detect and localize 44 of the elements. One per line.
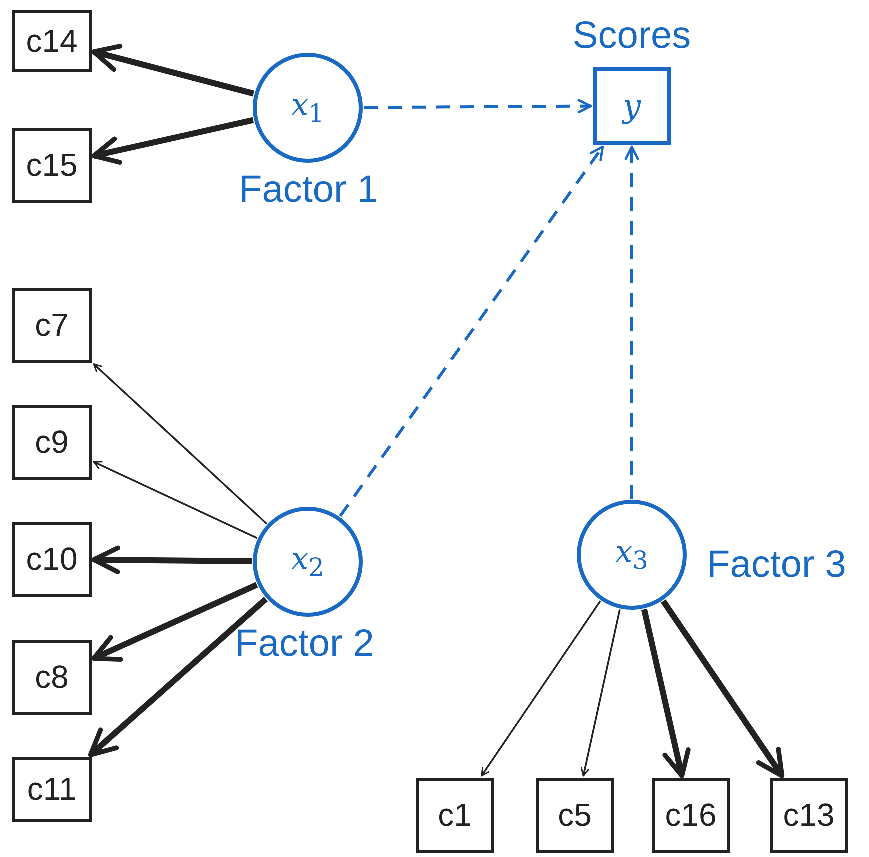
arrow [92, 44, 255, 97]
indicator-box [12, 10, 92, 72]
indicator-box [12, 288, 92, 363]
arrow [93, 364, 268, 525]
node-label: c15 [26, 147, 78, 184]
factor-label: Factor 3 [707, 544, 846, 587]
indicator-box [12, 640, 92, 715]
arrow [624, 146, 640, 499]
node-label: c7 [35, 307, 69, 344]
arrow [481, 600, 602, 777]
node-label: c13 [783, 797, 835, 834]
node-label: c1 [438, 797, 472, 834]
arrow [92, 117, 254, 165]
variable-label: x$_{2}$ [292, 542, 324, 582]
factor-label: Factor 2 [235, 623, 374, 666]
indicator-box [536, 778, 614, 853]
node-label: c10 [26, 541, 78, 578]
indicator-box [12, 757, 92, 822]
indicator-box [770, 778, 848, 853]
arrow [364, 99, 592, 114]
arrow [92, 582, 258, 662]
arrow [88, 596, 268, 758]
indicator-box [12, 522, 92, 597]
node-label: c14 [26, 22, 78, 60]
indicator-box [416, 778, 494, 853]
arrow [339, 146, 604, 518]
variable-label: x$_{3}$ [616, 535, 648, 575]
node-label: c8 [35, 659, 69, 696]
variable-label: y [622, 87, 642, 125]
node-label: c5 [558, 797, 592, 834]
node-heading: Scores [572, 15, 692, 58]
indicator-box [12, 128, 92, 203]
factor-label: Factor 1 [239, 169, 378, 212]
variable-label: x$_{1}$ [292, 88, 324, 128]
arrow [93, 461, 258, 540]
arrow [641, 608, 691, 778]
arrow [580, 610, 621, 777]
indicator-box [652, 778, 730, 853]
arrow [661, 600, 785, 778]
arrow [92, 546, 252, 575]
indicator-box [12, 405, 92, 480]
node-label: c11 [27, 771, 77, 808]
node-label: c16 [665, 797, 717, 834]
node-label: c9 [35, 424, 69, 461]
